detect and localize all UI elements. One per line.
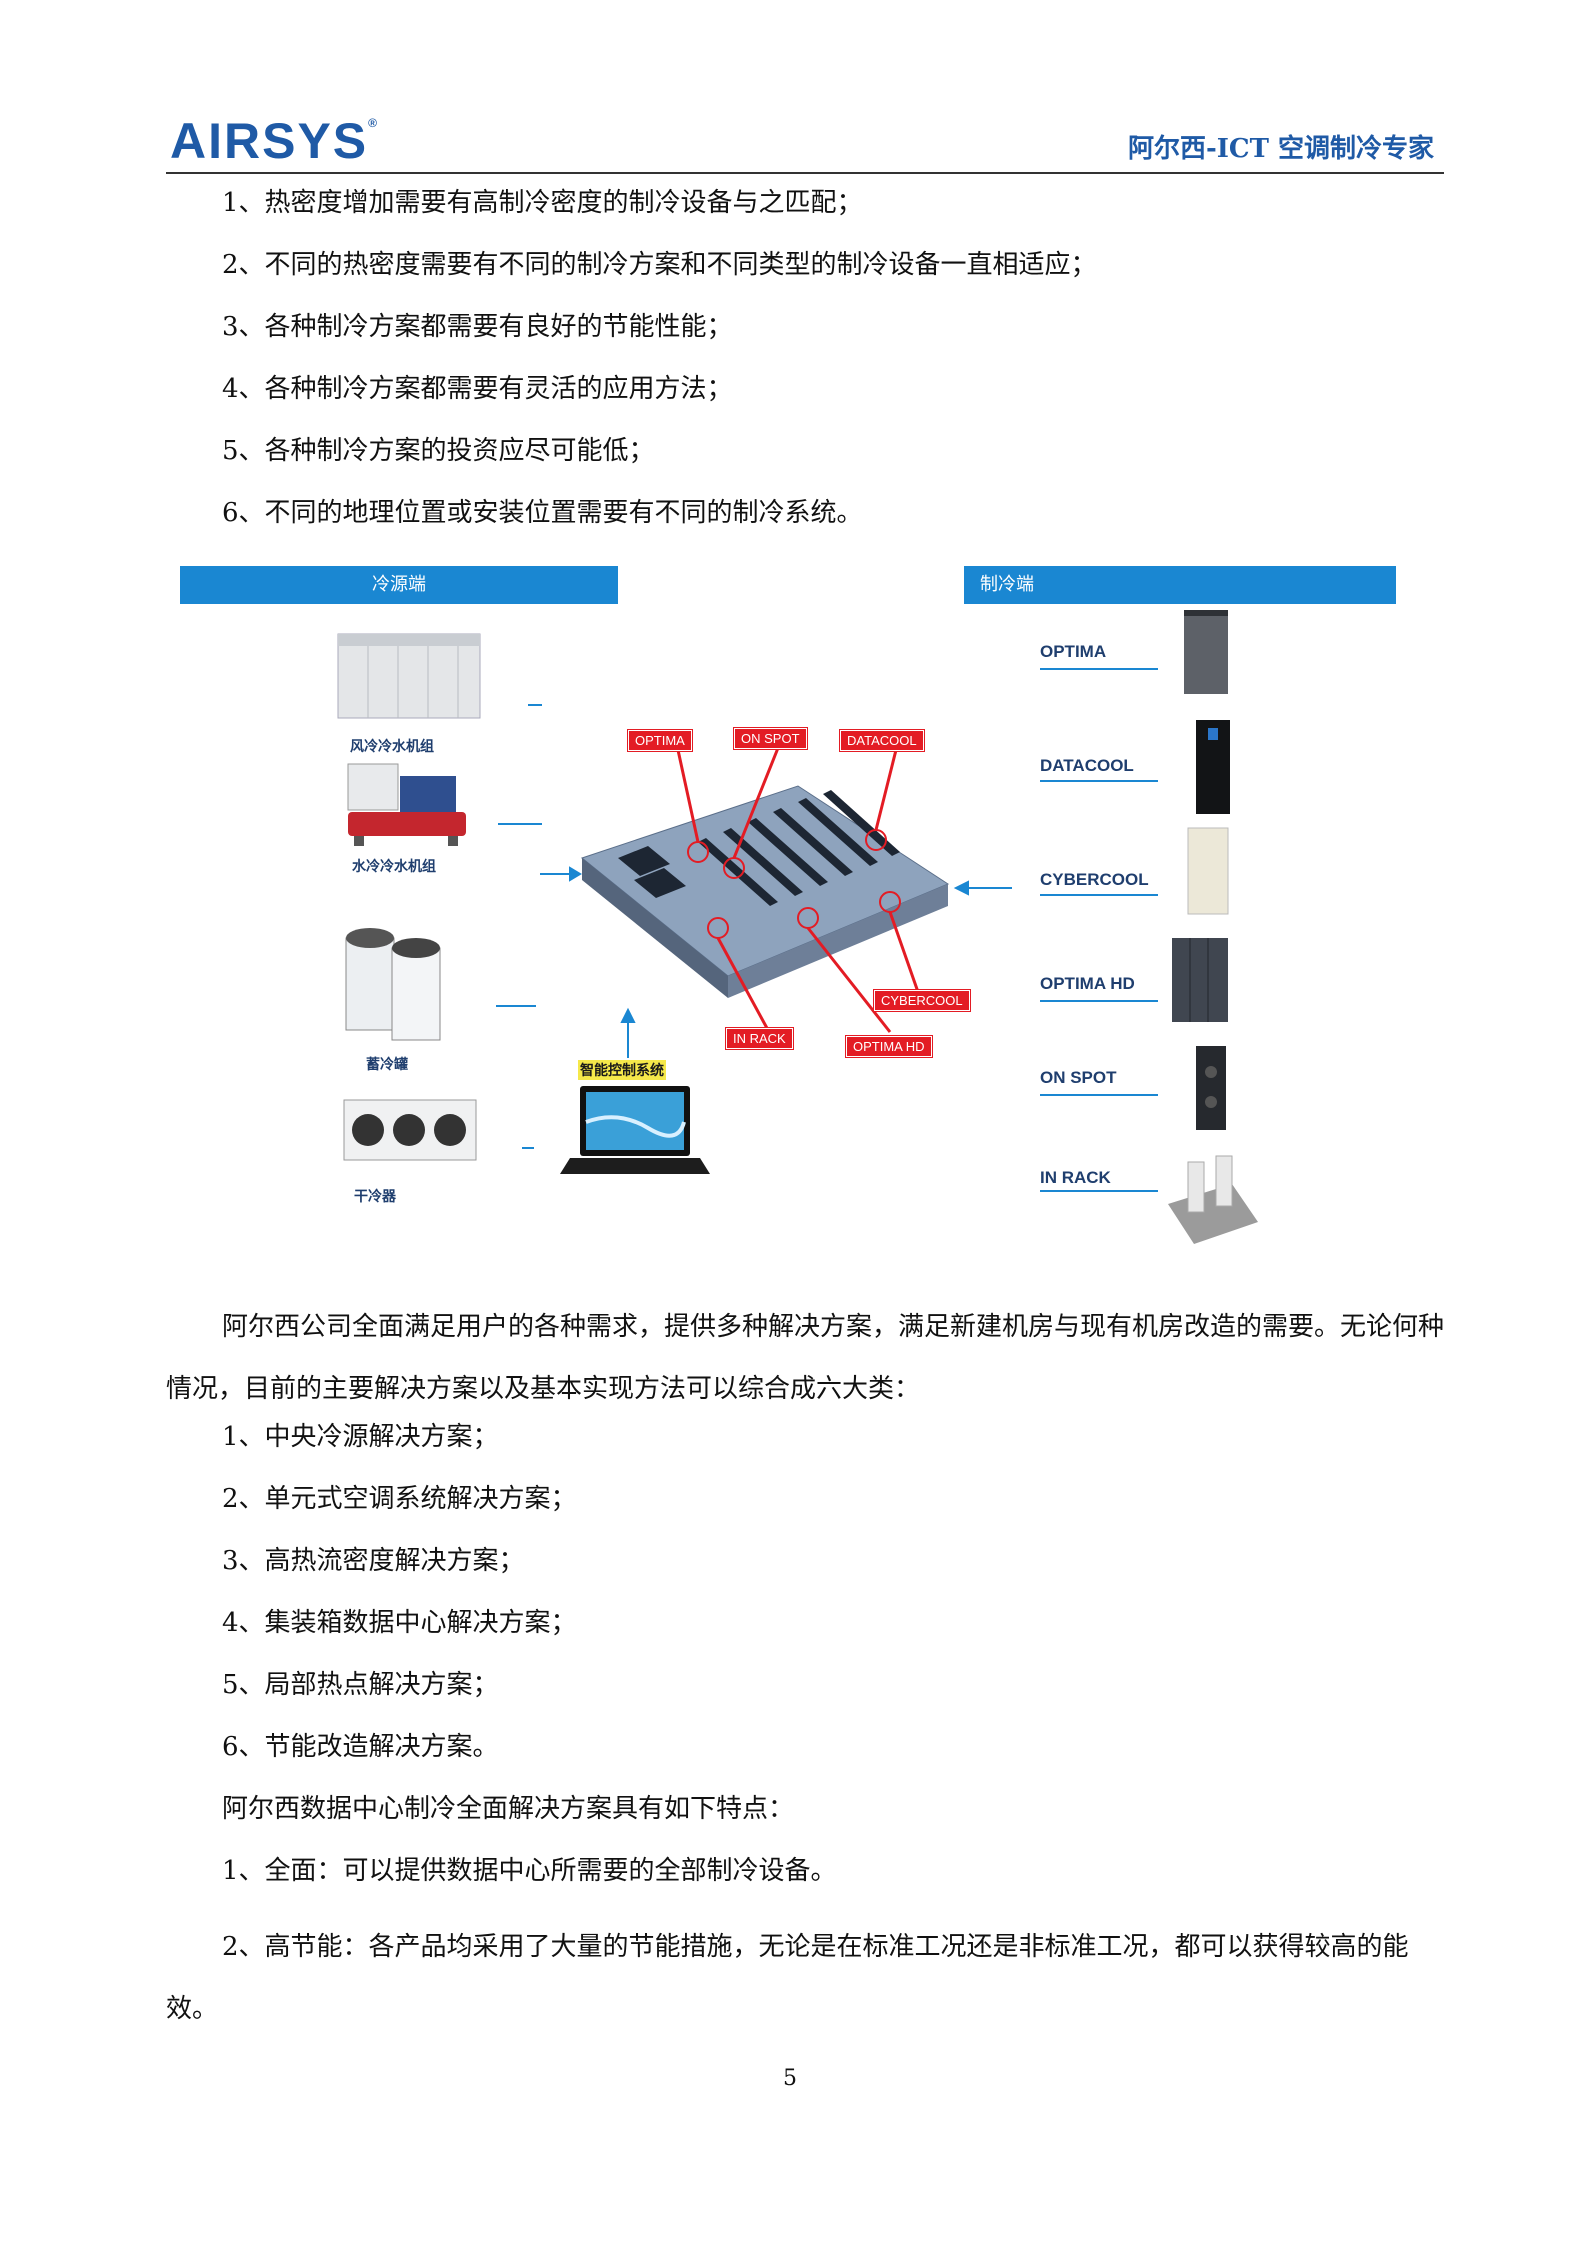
product-underline — [1040, 1000, 1158, 1002]
list1-item: 6、不同的地理位置或安装位置需要有不同的制冷系统。 — [222, 498, 863, 528]
feature-item: 2、高节能：各产品均采用了大量的节能措施，无论是在标准工况还是非标准工况，都可以… — [166, 1932, 1409, 2024]
floor-tag: OPTIMA — [627, 729, 693, 752]
cooling-solution-diagram: 冷源端 制冷端 — [178, 562, 1438, 1252]
equipment-label: 蓄冷罐 — [366, 1057, 408, 1073]
feature-item: 1、全面：可以提供数据中心所需要的全部制冷设备。 — [222, 1856, 837, 1886]
product-label: OPTIMA — [1040, 642, 1107, 661]
water-cooled-chiller-image — [347, 763, 466, 846]
equipment-label: 干冷器 — [354, 1189, 396, 1205]
floor-tag: CYBERCOOL — [873, 989, 971, 1012]
floor-tag: OPTIMA HD — [845, 1035, 933, 1058]
floor-tag: ON SPOT — [733, 727, 808, 750]
list2-item: 5、局部热点解决方案； — [222, 1670, 499, 1700]
laptop-image — [560, 1086, 710, 1174]
list2-item: 1、中央冷源解决方案； — [222, 1422, 499, 1452]
product-label: DATACOOL — [1040, 756, 1134, 775]
list1-item: 1、热密度增加需要有高制冷密度的制冷设备与之匹配； — [222, 188, 863, 218]
air-cooled-chiller-image — [337, 633, 481, 719]
floor-tag: DATACOOL — [839, 729, 925, 752]
intro-paragraph: 阿尔西公司全面满足用户的各种需求，提供多种解决方案，满足新建机房与现有机房改造的… — [166, 1312, 1445, 1404]
laptop-label: 智能控制系统 — [578, 1060, 666, 1080]
equipment-label: 水冷冷水机组 — [352, 859, 436, 875]
airsys-logo: AIRSYS® — [170, 113, 380, 169]
list1-item: 3、各种制冷方案都需要有良好的节能性能； — [222, 312, 733, 342]
in-rack-unit-image — [1168, 1155, 1258, 1244]
product-underline — [1040, 1190, 1158, 1192]
storage-tank-image — [345, 928, 441, 1041]
page-number: 5 — [783, 2066, 797, 2091]
datacool-unit-image — [1196, 720, 1230, 814]
optima-unit-image — [1184, 610, 1228, 694]
product-underline — [1040, 894, 1158, 896]
equipment-label: 风冷冷水机组 — [350, 739, 434, 755]
product-underline — [1040, 1094, 1158, 1096]
list2-item: 2、单元式空调系统解决方案； — [222, 1484, 577, 1514]
product-underline — [1040, 780, 1158, 782]
dry-cooler-image — [343, 1099, 477, 1161]
diagram-graphics — [337, 610, 1258, 1244]
product-label: IN RACK — [1040, 1168, 1111, 1187]
on-spot-unit-image — [1196, 1046, 1226, 1130]
cooling-end-bar: 制冷端 — [964, 566, 1396, 604]
list2-item: 4、集装箱数据中心解决方案； — [222, 1608, 577, 1638]
list1-item: 4、各种制冷方案都需要有灵活的应用方法； — [222, 374, 733, 404]
product-label: OPTIMA HD — [1040, 974, 1135, 993]
features-intro: 阿尔西数据中心制冷全面解决方案具有如下特点： — [222, 1794, 795, 1824]
product-underline — [1040, 668, 1158, 670]
list2-item: 6、节能改造解决方案。 — [222, 1732, 499, 1762]
page-header: AIRSYS® 阿尔西-ICT 空调制冷专家 — [166, 108, 1444, 174]
product-label: CYBERCOOL — [1040, 870, 1149, 889]
cold-source-bar: 冷源端 — [180, 566, 618, 604]
header-tagline: 阿尔西-ICT 空调制冷专家 — [1127, 134, 1434, 164]
list1-item: 5、各种制冷方案的投资应尽可能低； — [222, 436, 655, 466]
list2-item: 3、高热流密度解决方案； — [222, 1546, 525, 1576]
optima-hd-unit-image — [1172, 938, 1228, 1022]
list1-item: 2、不同的热密度需要有不同的制冷方案和不同类型的制冷设备一直相适应； — [222, 250, 1097, 280]
data-center-floor-image — [580, 747, 950, 1033]
cybercool-unit-image — [1187, 827, 1229, 915]
product-label: ON SPOT — [1040, 1068, 1117, 1087]
floor-tag: IN RACK — [725, 1027, 794, 1050]
